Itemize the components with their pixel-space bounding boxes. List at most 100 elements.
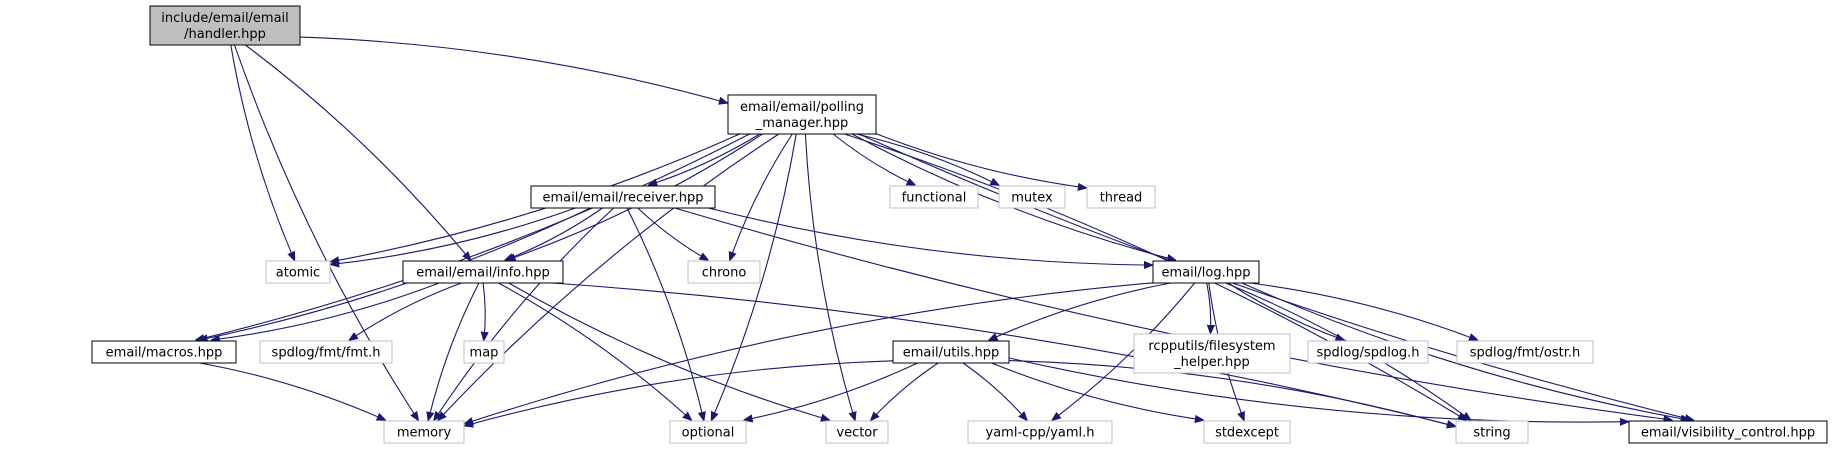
node-optional-label-0: optional bbox=[682, 426, 735, 441]
edge-utils-to-memory bbox=[465, 360, 894, 426]
node-memory-box bbox=[383, 420, 465, 444]
edge-receiver-to-log bbox=[708, 207, 1153, 265]
node-optional: optional bbox=[669, 420, 747, 444]
node-info[interactable]: email/email/info.hpp bbox=[402, 260, 564, 284]
edge-polling-to-visibility bbox=[858, 133, 1693, 420]
node-info-box bbox=[402, 260, 564, 284]
node-memory: memory bbox=[383, 420, 465, 444]
node-info-label-0: email/email/info.hpp bbox=[416, 266, 550, 281]
node-spdlog: spdlog/spdlog.h bbox=[1307, 340, 1429, 364]
node-yaml-label-0: yaml-cpp/yaml.h bbox=[986, 426, 1095, 441]
node-macros-box bbox=[91, 340, 237, 364]
edge-receiver-to-optional bbox=[626, 207, 704, 420]
node-chrono-box bbox=[687, 260, 761, 284]
node-log[interactable]: email/log.hpp bbox=[1152, 260, 1260, 284]
node-receiver[interactable]: email/email/receiver.hpp bbox=[530, 185, 716, 209]
node-fmt: spdlog/fmt/fmt.h bbox=[259, 340, 393, 364]
node-yaml: yaml-cpp/yaml.h bbox=[967, 420, 1113, 444]
node-spdlog-label-0: spdlog/spdlog.h bbox=[1317, 346, 1420, 361]
edge-receiver-to-memory bbox=[434, 207, 615, 420]
node-polling-label-0: email/email/polling bbox=[740, 100, 864, 115]
edge-info-to-memory bbox=[428, 282, 480, 420]
node-ostr-box bbox=[1456, 340, 1594, 364]
edge-receiver-to-atomic bbox=[331, 207, 576, 264]
node-log-box bbox=[1152, 260, 1260, 284]
node-thread-box bbox=[1086, 185, 1156, 209]
node-vector: vector bbox=[825, 420, 889, 444]
edge-receiver-to-macros bbox=[200, 207, 591, 340]
node-macros-label-0: email/macros.hpp bbox=[106, 346, 223, 361]
node-yaml-box bbox=[967, 420, 1113, 444]
node-fs-label-1: _helper.hpp bbox=[1173, 355, 1250, 370]
node-utils-label-0: email/utils.hpp bbox=[903, 346, 999, 361]
node-fs: rcpputils/filesystem_helper.hpp bbox=[1133, 333, 1291, 374]
node-chrono-label-0: chrono bbox=[702, 266, 747, 281]
node-map-label-0: map bbox=[470, 346, 499, 361]
node-functional-label-0: functional bbox=[902, 191, 967, 206]
edge-info-to-optional bbox=[498, 282, 692, 420]
edge-polling-to-optional bbox=[712, 133, 797, 420]
node-thread-label-0: thread bbox=[1100, 191, 1143, 206]
nodes: include/email/email/handler.hpp email/ema… bbox=[91, 5, 1828, 444]
node-spdlog-box bbox=[1307, 340, 1429, 364]
node-string-label-0: string bbox=[1473, 426, 1510, 441]
edge-receiver-to-chrono bbox=[637, 207, 708, 260]
edge-macros-to-memory bbox=[199, 362, 385, 420]
edge-log-to-memory bbox=[465, 282, 1154, 424]
node-stdexcept: stdexcept bbox=[1203, 420, 1291, 444]
node-atomic: atomic bbox=[265, 260, 331, 284]
node-memory-label-0: memory bbox=[397, 426, 452, 441]
edge-utils-to-optional bbox=[745, 362, 918, 420]
edge-log-to-ostr bbox=[1249, 282, 1477, 340]
node-ostr-label-0: spdlog/fmt/ostr.h bbox=[1470, 346, 1581, 361]
edge-utils-to-vector bbox=[871, 362, 939, 420]
edge-log-to-utils bbox=[989, 282, 1172, 340]
node-mutex-label-0: mutex bbox=[1011, 191, 1053, 206]
node-chrono: chrono bbox=[687, 260, 761, 284]
edge-polling-to-atomic bbox=[331, 133, 740, 262]
node-functional: functional bbox=[889, 185, 979, 209]
edge-handler-to-atomic bbox=[230, 44, 295, 260]
node-visibility[interactable]: email/visibility_control.hpp bbox=[1628, 420, 1828, 444]
node-stdexcept-box bbox=[1203, 420, 1291, 444]
edge-info-to-fmt bbox=[350, 282, 462, 340]
node-mutex: mutex bbox=[998, 185, 1066, 209]
node-visibility-box bbox=[1628, 420, 1828, 444]
edge-log-to-spdlog bbox=[1227, 282, 1343, 340]
node-fs-label-0: rcpputils/filesystem bbox=[1148, 339, 1275, 354]
edge-handler-to-memory bbox=[233, 44, 419, 420]
edge-info-to-vector bbox=[508, 282, 829, 420]
node-mutex-box bbox=[998, 185, 1066, 209]
node-receiver-label-0: email/email/receiver.hpp bbox=[543, 191, 704, 206]
node-log-label-0: email/log.hpp bbox=[1162, 266, 1251, 281]
node-optional-box bbox=[669, 420, 747, 444]
edge-utils-to-visibility bbox=[1008, 357, 1628, 422]
node-utils[interactable]: email/utils.hpp bbox=[892, 340, 1010, 364]
node-handler[interactable]: include/email/email/handler.hpp bbox=[149, 5, 301, 46]
node-polling-label-1: _manager.hpp bbox=[755, 116, 849, 131]
edge-receiver-to-visibility bbox=[674, 207, 1672, 420]
edge-log-to-yaml bbox=[1053, 282, 1196, 420]
edge-log-to-visibility bbox=[1241, 282, 1689, 420]
node-thread: thread bbox=[1086, 185, 1156, 209]
node-vector-label-0: vector bbox=[836, 426, 878, 441]
edge-polling-to-receiver bbox=[649, 133, 760, 185]
edge-utils-to-string bbox=[1008, 360, 1455, 427]
node-string: string bbox=[1455, 420, 1529, 444]
edges bbox=[196, 36, 1693, 427]
edge-utils-to-yaml bbox=[962, 362, 1026, 420]
edge-polling-to-chrono bbox=[730, 133, 793, 260]
node-polling[interactable]: email/email/polling_manager.hpp bbox=[727, 94, 877, 135]
edge-utils-to-stdexcept bbox=[991, 362, 1203, 420]
node-handler-box bbox=[149, 5, 301, 46]
edge-polling-to-macros bbox=[196, 133, 750, 340]
node-string-box bbox=[1455, 420, 1529, 444]
node-vector-box bbox=[825, 420, 889, 444]
node-macros[interactable]: email/macros.hpp bbox=[91, 340, 237, 364]
node-utils-box bbox=[892, 340, 1010, 364]
node-visibility-label-0: email/visibility_control.hpp bbox=[1641, 426, 1815, 441]
node-receiver-box bbox=[530, 185, 716, 209]
node-fs-box bbox=[1133, 333, 1291, 374]
node-atomic-box bbox=[265, 260, 331, 284]
